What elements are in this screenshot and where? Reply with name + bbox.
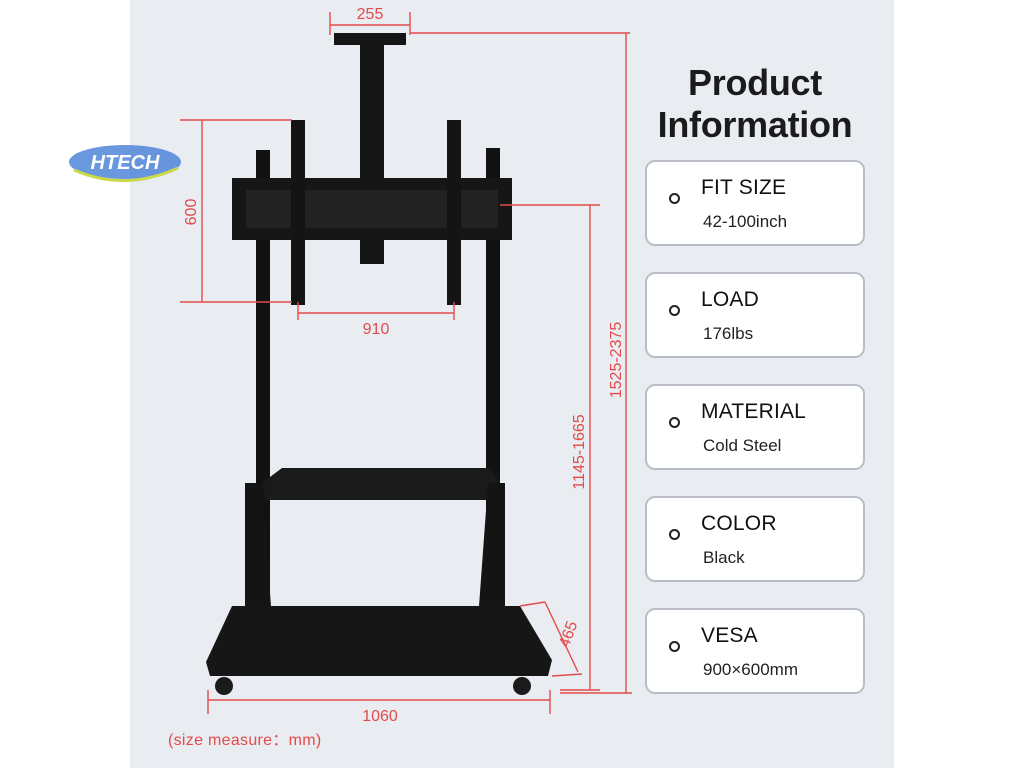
dim-vesa-height: 600 xyxy=(183,199,200,226)
spec-card-color: COLOR Black xyxy=(645,496,865,582)
logo-text: HTECH xyxy=(91,152,160,174)
title-line-1: Product xyxy=(688,62,822,103)
right-leg xyxy=(478,483,505,620)
spec-card-fit-size: FIT SIZE 42-100inch xyxy=(645,160,865,246)
shelf xyxy=(262,468,500,500)
spec-value: 900×600mm xyxy=(703,660,798,679)
spec-label: VESA xyxy=(701,624,758,647)
dim-shelf-height: 1145-1665 xyxy=(571,414,588,489)
base xyxy=(206,606,552,676)
bullet-circle-icon xyxy=(669,529,680,540)
spec-value: 176lbs xyxy=(703,324,754,343)
spec-card-load: LOAD 176lbs xyxy=(645,272,865,358)
bullet-circle-icon xyxy=(669,641,680,652)
spec-card-material: MATERIAL Cold Steel xyxy=(645,384,865,470)
dim-base-width: 1060 xyxy=(362,708,398,725)
spec-label: COLOR xyxy=(701,512,777,535)
dim-base-depth: 465 xyxy=(556,619,581,650)
dim-total-height: 1525-2375 xyxy=(608,322,625,399)
dim-vesa-width: 910 xyxy=(363,321,390,338)
left-vesa-arm xyxy=(291,120,305,305)
size-note: (size measure：mm) xyxy=(168,732,322,749)
spec-label: FIT SIZE xyxy=(701,176,787,199)
dim-top-bracket: 255 xyxy=(357,6,384,23)
title-line-2: Information xyxy=(657,104,853,145)
wheel xyxy=(215,677,233,695)
spec-value: Black xyxy=(703,548,745,567)
htech-logo: HTECH xyxy=(69,145,181,182)
page-title: Product Information xyxy=(630,62,880,146)
spec-card-vesa: VESA 900×600mm xyxy=(645,608,865,694)
wheel xyxy=(513,677,531,695)
top-plate xyxy=(334,33,406,45)
spec-label: LOAD xyxy=(701,288,759,311)
bullet-circle-icon xyxy=(669,305,680,316)
right-vesa-arm xyxy=(447,120,461,305)
left-leg xyxy=(245,483,272,620)
bullet-circle-icon xyxy=(669,417,680,428)
bullet-circle-icon xyxy=(669,193,680,204)
spec-value: 42-100inch xyxy=(703,212,788,231)
spec-value: Cold Steel xyxy=(703,436,782,455)
spec-label: MATERIAL xyxy=(701,400,807,423)
